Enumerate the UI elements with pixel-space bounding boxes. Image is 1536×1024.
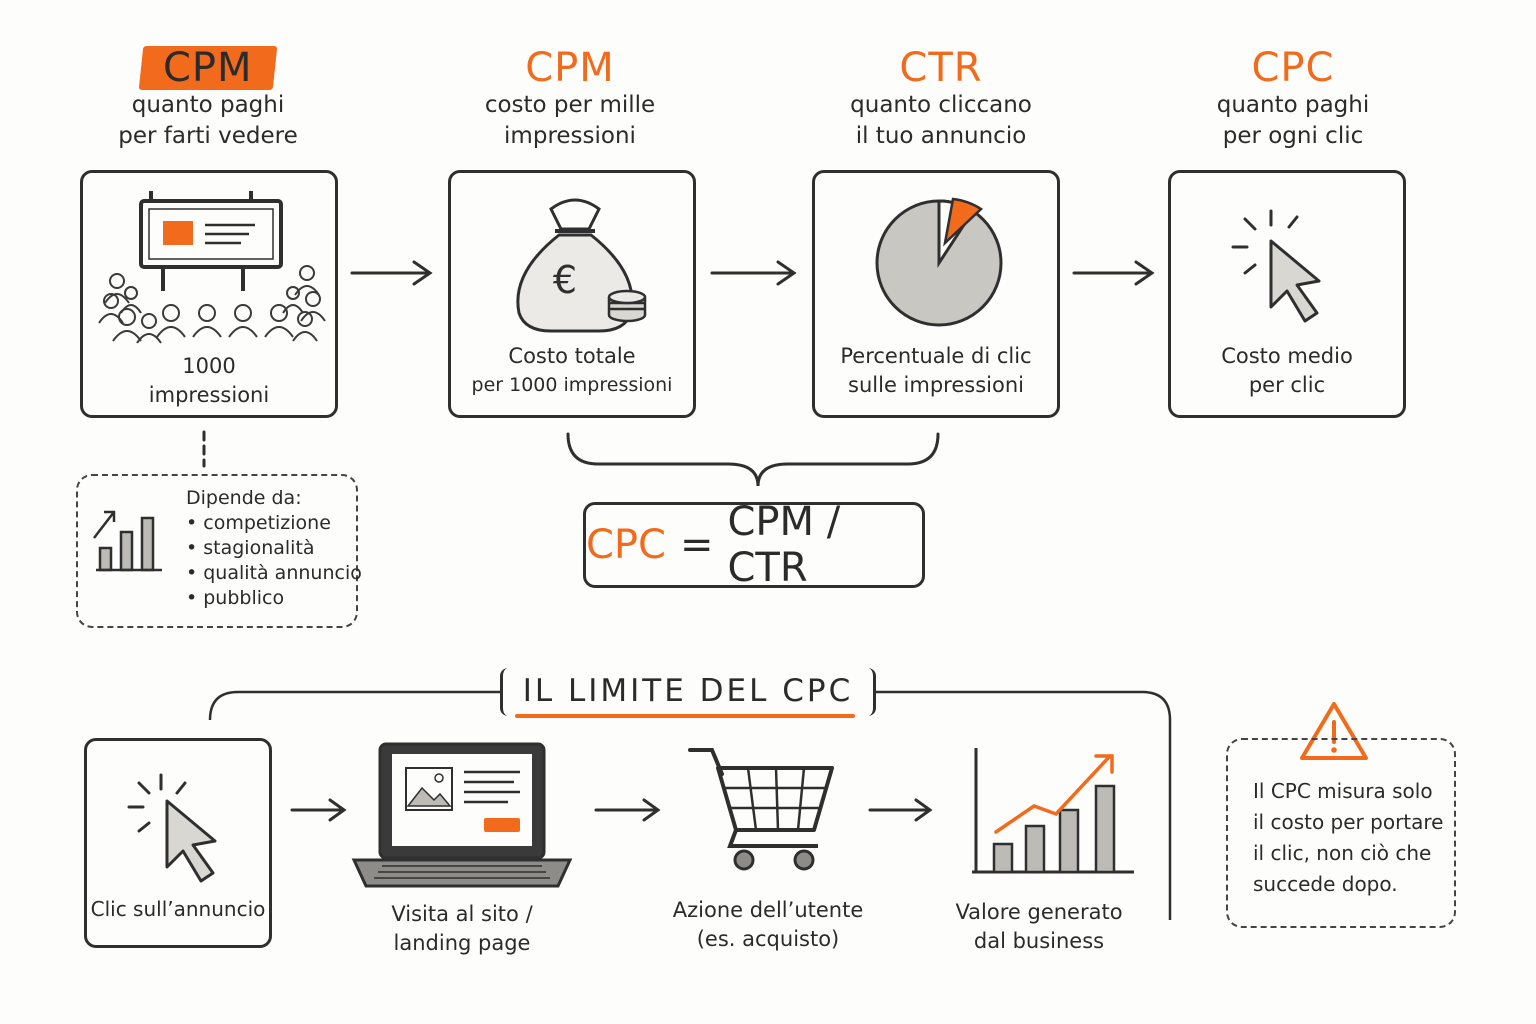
growth-chart-icon: [972, 748, 1134, 874]
shopping-cart-icon: [688, 748, 834, 871]
arrow-right-icon: [1072, 260, 1155, 286]
step-abbr: CTR: [899, 45, 983, 91]
step-subtitle: il tuo annuncio: [855, 123, 1027, 149]
cursor-click-icon: [1231, 209, 1321, 323]
list-item: pubblico: [186, 586, 362, 611]
curly-brace: [566, 432, 940, 487]
limit-step-caption: Azione dell’utente (es. acquisto): [672, 898, 864, 951]
list-item: competizione: [186, 511, 362, 536]
arrow-right-icon: [290, 798, 347, 822]
step-box-cpc: [1168, 170, 1406, 418]
note-text: Il CPC misura solo il costo per portare …: [1253, 779, 1444, 896]
arrow-right-icon: [350, 260, 433, 286]
arrow-right-icon: [710, 260, 797, 286]
step-subtitle: quanto paghi: [131, 92, 285, 118]
note-box: [1226, 738, 1456, 928]
cursor-click-icon: [127, 773, 217, 883]
step-box-total-cost: €: [448, 170, 696, 418]
arrow-right-icon: [868, 798, 933, 822]
step-box-impressions: [80, 170, 338, 418]
limit-title-underline: [515, 714, 855, 718]
billboard-audience-icon: [98, 191, 326, 344]
step-subtitle: impressioni: [504, 123, 636, 149]
step-subtitle: per farti vedere: [118, 123, 298, 149]
step-heading-cpm-1: CPM quanto paghi per farti vedere: [58, 45, 358, 152]
limit-title: IL LIMITE DEL CPC: [500, 668, 876, 716]
limit-step-caption: Valore generato dal business: [955, 900, 1123, 953]
step-caption: Costo totale per 1000 impressioni: [471, 344, 673, 396]
formula-lhs: CPC: [586, 522, 666, 568]
dependencies-list: Dipende da: competizione stagionalità qu…: [186, 486, 362, 611]
step-heading-cpc: CPC quanto paghi per ogni clic: [1143, 46, 1443, 152]
step-abbr: CPM: [525, 45, 615, 91]
step-heading-cpm-2: CPM costo per mille impressioni: [420, 46, 720, 152]
formula-equals: =: [679, 522, 714, 568]
money-bag-euro-icon: €: [516, 198, 647, 333]
limit-step-caption: Clic sull’annuncio: [90, 897, 266, 921]
step-subtitle: costo per mille: [484, 92, 656, 118]
step-caption: Costo medio per clic: [1221, 344, 1353, 397]
step-subtitle: quanto paghi: [1216, 92, 1370, 118]
list-item: stagionalità: [186, 536, 362, 561]
step-subtitle: per ogni clic: [1222, 123, 1364, 149]
formula-rhs: CPM / CTR: [727, 499, 841, 591]
formula-box: CPC = CPM / CTR: [583, 499, 925, 591]
list-item: qualità annuncio: [186, 561, 362, 586]
step-heading-ctr: CTR quanto cliccano il tuo annuncio: [791, 46, 1091, 152]
step-caption: Percentuale di clic sulle impressioni: [840, 344, 1032, 397]
dependencies-title: Dipende da:: [186, 487, 302, 509]
step-subtitle: quanto cliccano: [850, 92, 1032, 118]
step-abbr: CPC: [1251, 45, 1335, 91]
bar-chart-trend-icon: [93, 510, 162, 572]
pie-chart-icon: [875, 197, 1003, 327]
step-caption: 1000 impressioni: [148, 354, 270, 407]
limit-step-caption: Visita al sito / landing page: [391, 902, 533, 955]
step-box-ctr: [812, 170, 1060, 418]
limit-step-box-click: Clic sull’annuncio: [84, 738, 272, 948]
laptop-icon: [351, 742, 573, 888]
svg-text:€: €: [553, 258, 577, 302]
arrow-right-icon: [594, 798, 661, 822]
